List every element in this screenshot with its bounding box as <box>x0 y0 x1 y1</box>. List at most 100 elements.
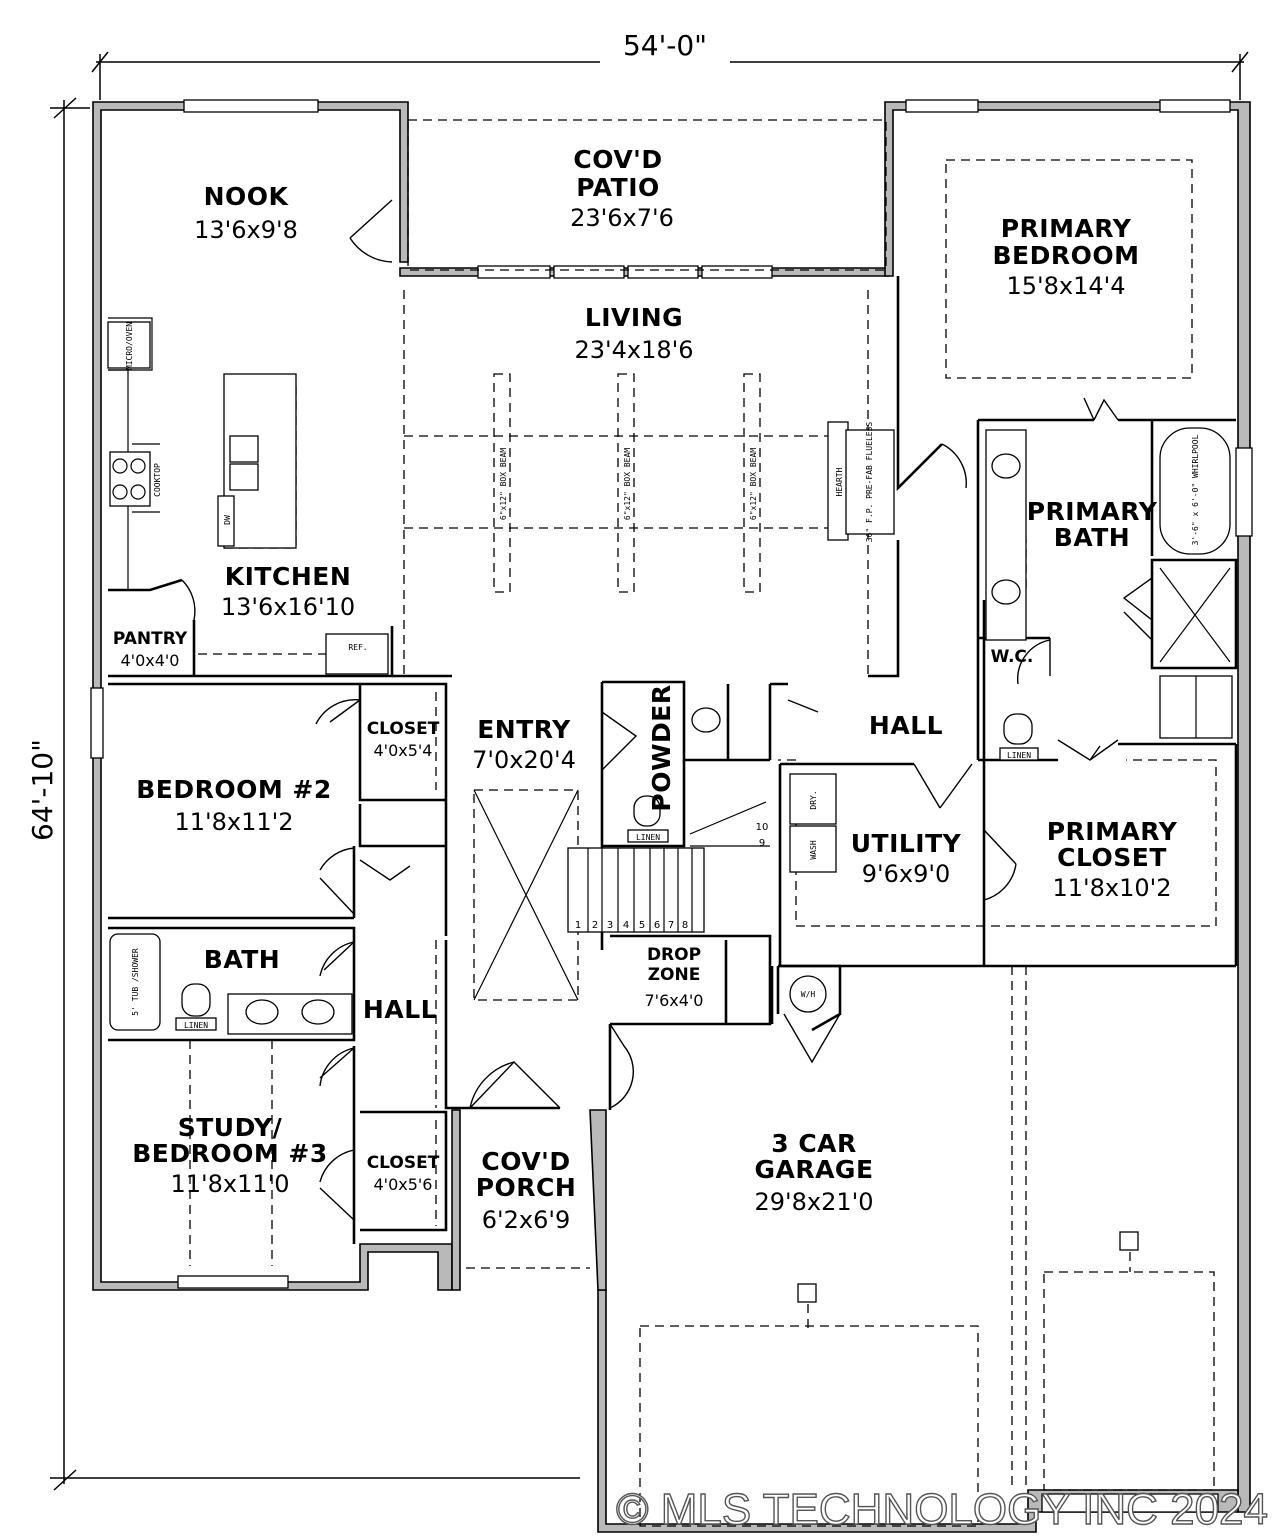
bath-label: BATH <box>204 945 280 974</box>
nook-size: 13'6x9'8 <box>194 216 298 244</box>
study-label-2: BEDROOM #3 <box>132 1139 328 1168</box>
primary-bath-fixtures: 3'-6" x 6'-0" WHIRLPOOL LINEN <box>985 427 1233 761</box>
window-study <box>177 1275 289 1289</box>
door-hall-bath <box>359 859 411 881</box>
door-primary-closet <box>1057 739 1119 761</box>
shower <box>1159 567 1231 663</box>
hall-left-label: HALL <box>363 995 437 1024</box>
room-labels: NOOK 13'6x9'8 COV'D PATIO 23'6x7'6 PRIMA… <box>113 145 1178 1234</box>
step-6: 6 <box>654 920 660 931</box>
powder-sink <box>691 707 721 733</box>
door-bedroom-2 <box>319 847 355 915</box>
primary-closet-label-2: CLOSET <box>1057 843 1167 872</box>
fireplace-box <box>845 429 895 535</box>
powder-label: POWDER <box>647 684 676 811</box>
kitchen-fixtures: MICRO/OVEN COOKTOP DW REF. <box>107 317 389 675</box>
patio-label-2: PATIO <box>576 173 660 202</box>
primary-closet-size: 11'8x10'2 <box>1052 874 1171 902</box>
primary-bedroom-label-2: BEDROOM <box>992 241 1139 270</box>
watermark: © MLS TECHNOLOGY INC 2024 <box>616 1485 1268 1534</box>
nook-label: NOOK <box>204 182 290 211</box>
wc-label: W.C. <box>991 647 1034 667</box>
garage-size: 29'8x21'0 <box>754 1188 873 1216</box>
window-living-4 <box>701 265 773 279</box>
svg-text:LINEN: LINEN <box>184 1021 208 1030</box>
step-4: 4 <box>623 920 629 931</box>
refrigerator <box>325 633 389 675</box>
garage-opener-1 <box>797 1283 817 1303</box>
kitchen-sink-2 <box>229 463 259 491</box>
window-living-2 <box>553 265 625 279</box>
wc-toilet <box>1003 713 1033 745</box>
window-living-3 <box>627 265 699 279</box>
svg-text:MICRO/OVEN: MICRO/OVEN <box>125 322 134 370</box>
primary-bath-label-1: PRIMARY <box>1027 497 1158 526</box>
interior-walls <box>108 276 1238 1244</box>
stairs: 1 2 3 4 5 6 7 8 9 10 <box>567 801 770 933</box>
kitchen-size: 13'6x16'10 <box>221 593 355 621</box>
utility-size: 9'6x9'0 <box>862 860 950 888</box>
door-powder <box>601 711 638 771</box>
window-primary-bedroom-2 <box>1159 99 1231 113</box>
primary-closet-label-1: PRIMARY <box>1047 817 1178 846</box>
svg-text:DW: DW <box>223 515 232 525</box>
drop-zone-size: 7'6x4'0 <box>645 991 704 1010</box>
bedroom-2-label: BEDROOM #2 <box>136 775 332 804</box>
window-primary-bedroom-1 <box>905 99 979 113</box>
dryer <box>789 773 837 825</box>
door-utility-hall <box>913 763 973 809</box>
box-beam-label-1: 6"x12" BOX BEAM <box>499 448 508 520</box>
door-closet-2 <box>319 1149 355 1221</box>
primary-bedroom-label-1: PRIMARY <box>1001 214 1132 243</box>
bath-sink-2 <box>301 999 335 1025</box>
step-7: 7 <box>668 920 674 931</box>
garage-label-2: GARAGE <box>754 1155 873 1184</box>
study-label-1: STUDY/ <box>178 1113 283 1142</box>
kitchen-label: KITCHEN <box>225 562 352 591</box>
svg-text:COOKTOP: COOKTOP <box>153 463 162 497</box>
garage-markers <box>797 1231 1219 1513</box>
bath-toilet <box>181 983 211 1017</box>
primary-bath-label-2: BATH <box>1054 523 1130 552</box>
door-study <box>319 1047 355 1087</box>
depth-dimension: 64'-10" <box>26 739 59 841</box>
door-pantry <box>181 579 196 621</box>
closet-1-label: CLOSET <box>367 719 440 739</box>
living-size: 23'4x18'6 <box>574 336 693 364</box>
svg-text:W/H: W/H <box>801 990 816 999</box>
door-primary-bath <box>1083 397 1119 421</box>
study-size: 11'8x11'0 <box>170 1170 289 1198</box>
door-utility-closet <box>983 829 1017 901</box>
utility-label: UTILITY <box>851 829 962 858</box>
porch-size: 6'2x6'9 <box>482 1206 570 1234</box>
box-beams: 6"x12" BOX BEAM 6"x12" BOX BEAM 6"x12" B… <box>493 373 761 593</box>
door-wh <box>783 1013 841 1064</box>
doors <box>181 199 1153 1221</box>
washer <box>789 825 837 873</box>
door-bath <box>319 941 355 977</box>
fireplace: HEARTH 36" F.P. PRE-FAB FLUELESS <box>827 421 895 542</box>
whirlpool-tub <box>1159 427 1231 555</box>
closet-1-size: 4'0x5'4 <box>374 741 433 760</box>
door-shower <box>1122 577 1153 641</box>
window-nook <box>183 99 319 113</box>
garage-door-1 <box>639 1325 979 1527</box>
door-nook-patio <box>349 199 393 263</box>
step-10: 10 <box>756 822 769 833</box>
tub-shower <box>109 933 161 1031</box>
step-1: 1 <box>575 920 581 931</box>
width-dimension: 54'-0" <box>623 29 707 62</box>
garage-label-1: 3 CAR <box>771 1129 857 1158</box>
bedroom-2-size: 11'8x11'2 <box>174 808 293 836</box>
powder-linen <box>627 829 669 843</box>
primary-bedroom-ceiling <box>945 159 1193 379</box>
entry-label: ENTRY <box>477 715 571 744</box>
svg-text:WASH: WASH <box>809 840 818 859</box>
svg-text:LINEN: LINEN <box>636 833 660 842</box>
stair-run <box>567 847 705 933</box>
drop-zone-label-1: DROP <box>647 945 701 965</box>
step-3: 3 <box>607 920 613 931</box>
primary-sink-1 <box>991 453 1021 479</box>
window-primary-bath <box>1235 447 1253 537</box>
